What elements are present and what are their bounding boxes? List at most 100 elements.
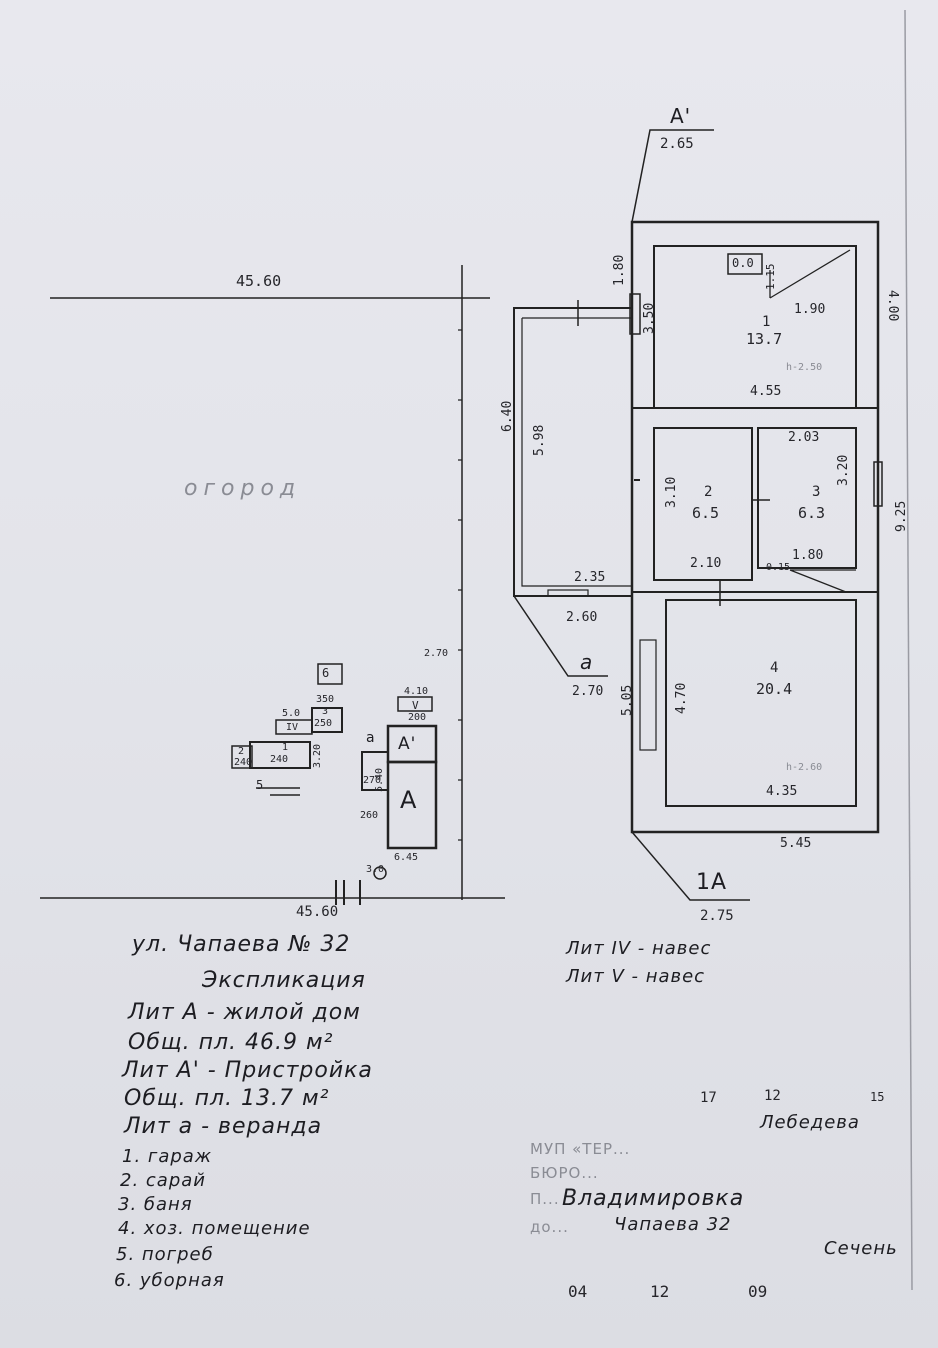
stamp-num-1: 17 [700,1090,717,1106]
section-leader-top [631,129,714,223]
explication-line: Лит а - веранда [124,1114,323,1139]
stamp-surname: Лебедева [760,1112,860,1133]
section-bottom-value: 2.75 [700,908,734,924]
explication-line: 6. уборная [114,1270,225,1291]
label-v: V [412,699,419,712]
building-iv [275,719,313,735]
section-leader-veranda [513,595,608,677]
dim-540: 5.40 [374,767,385,792]
area-2: 240 [234,757,253,768]
building-a-upper [386,724,438,764]
dim-v: 4.10 [404,686,429,697]
stamp-date-day: 04 [568,1282,588,1301]
dim-5-98: 5.98 [532,424,547,456]
dim-a-main: 260 [360,810,379,821]
dim-a-width: 6.45 [394,852,419,863]
dim-4-35: 4.35 [766,784,798,799]
veranda-value: 2.70 [572,684,604,699]
section-top-value: 2.65 [660,136,694,152]
dim-3-20: 3.20 [836,454,851,486]
stamp-faint-2: БЮРО... [530,1164,599,1182]
label-5: 5 [256,778,264,792]
dim-gate: 3.0 [366,864,385,875]
plot-dimension-bottom: 45.60 [296,904,339,920]
label-2: 2 [238,746,245,757]
explication-line: Лит А - жилой дом [128,1000,361,1025]
building-5 [256,787,300,796]
height-note-2: h-2.60 [786,762,823,773]
building-a-small [361,751,389,791]
room-4 [665,599,857,807]
room2-area: 6.5 [692,504,720,522]
dim-5-45: 5.45 [780,836,812,851]
dim-1-80-b: 1.80 [792,548,824,563]
label-iv: IV [286,722,299,733]
dim-4-70: 4.70 [674,682,689,714]
stamp-village: Владимировка [562,1186,745,1211]
dim-a-small: 270 [363,775,382,786]
room3-area: 6.3 [798,504,826,522]
stamp-signature: Сечень [824,1238,898,1259]
room1-area: 13.7 [746,330,783,348]
stamp-date-year: 09 [748,1282,768,1301]
dim-1-90: 1.90 [794,302,826,317]
room3-num: 3 [812,484,821,500]
room4-num: 4 [770,660,779,676]
dim-320: 3.20 [312,743,323,768]
dim-4-00: 4.00 [885,290,900,322]
building-2 [231,745,253,769]
area-1: 240 [270,754,289,765]
dim-4-55: 4.55 [750,384,782,399]
plot-dimension-top: 45.60 [236,272,282,290]
veranda-label: а [580,650,594,674]
label-1: 1 [282,742,289,753]
height-note-1: h-2.50 [786,362,823,373]
label-a-small: а [366,730,376,746]
explication-line: Общ. пл. 13.7 м² [124,1086,330,1111]
stamp-num-3: 15 [870,1090,885,1104]
stamp-faint-1: МУП «ТЕР... [530,1140,631,1158]
label-3: 3 [322,706,329,717]
dim-5-05: 5.05 [620,684,635,716]
explication-title: Экспликация [202,968,366,993]
dim-3: 350 [316,694,335,705]
closet-label: 0.0 [732,256,754,270]
dim-3-10: 3.10 [664,476,679,508]
room-3 [757,427,857,569]
closet [727,253,763,275]
dim-2-35: 2.35 [574,570,606,585]
dim-1-15: 1.15 [764,263,777,291]
stamp-date-month: 12 [650,1282,670,1301]
building-v [397,696,433,712]
room-2 [653,427,753,581]
stamp-num-2: 12 [764,1088,781,1104]
dim-2-03: 2.03 [788,430,820,445]
explication-line: 4. хоз. помещение [118,1218,311,1239]
room1-num: 1 [762,314,771,330]
dim-270: 2.70 [424,648,449,659]
explication-line: 2. сарай [120,1170,206,1191]
area-3: 250 [314,718,333,729]
yard-label: огород [184,476,302,501]
dim-1-80: 1.80 [612,254,627,286]
note-lit-iv: Лит IV - навес [566,938,712,959]
explication-line: Общ. пл. 46.9 м² [128,1030,334,1055]
house-outer-wall [630,220,880,834]
note-lit-v: Лит V - навес [566,966,706,987]
room2-num: 2 [704,484,713,500]
section-leader-bottom [631,831,750,901]
stamp-faint-4: до... [530,1218,569,1236]
street-caption: ул. Чапаева № 32 [132,932,351,957]
explication-line: 1. гараж [122,1146,213,1167]
dim-9-25: 9.25 [894,500,909,532]
section-top-label: A' [670,104,692,128]
building-6 [317,663,343,685]
explication-line: Лит А' - Пристройка [122,1058,373,1083]
dim-2-10: 2.10 [690,556,722,571]
dim-0-15: 0.15 [766,562,791,573]
label-a-main: A [400,786,418,814]
label-6: 6 [322,666,330,680]
dim-iv: 5.0 [282,708,301,719]
explication-line: 5. погреб [116,1244,214,1265]
